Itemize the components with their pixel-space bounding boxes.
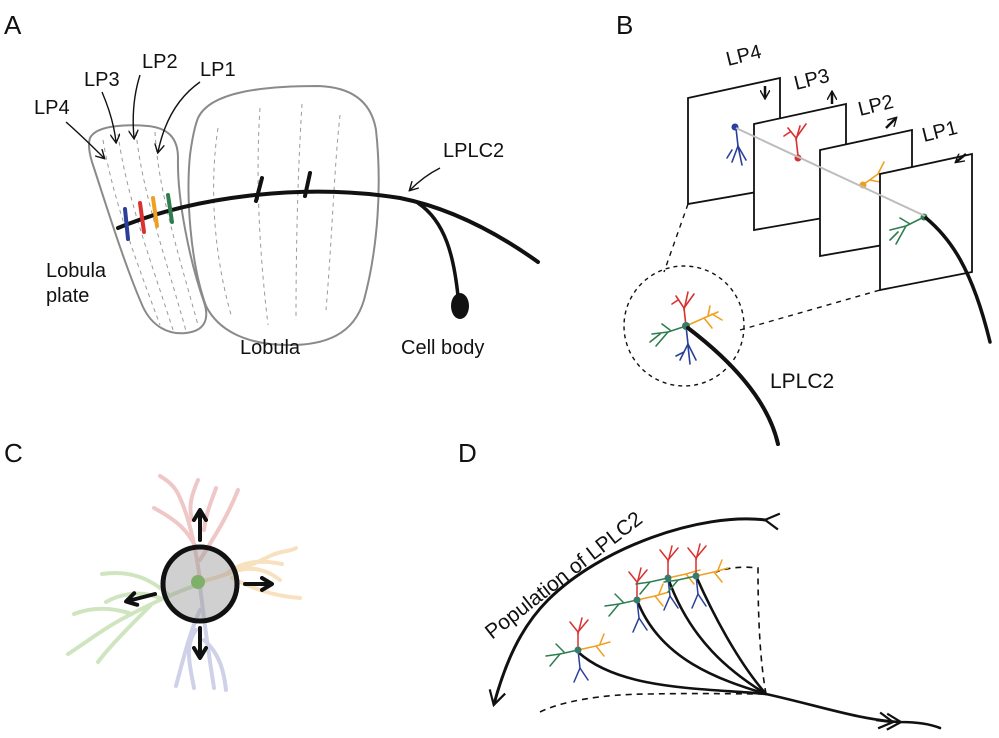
- label-population: Population of LPLC2: [481, 507, 647, 644]
- arrow-left-c: [124, 591, 157, 607]
- zoom-circle: [623, 265, 745, 387]
- label-lp2-b: LP2: [856, 91, 896, 121]
- panel-a-letter: A: [4, 10, 22, 40]
- arrow-lplc2-a: [410, 167, 441, 190]
- label-lp2-a: LP2: [142, 51, 178, 73]
- lobula-outline: [187, 84, 380, 347]
- dendrite-lp4-b: [726, 127, 747, 166]
- population-neuron-1: [545, 617, 611, 683]
- arrow-lp1-a: [158, 81, 201, 152]
- connector-top: [663, 203, 689, 273]
- population-arrow: [488, 512, 781, 708]
- population-neuron-4: [663, 543, 729, 609]
- population-neuron-2: [604, 567, 670, 633]
- output-arrowhead: [875, 711, 896, 730]
- population-boundary: [539, 566, 767, 713]
- dendrite-lp3-b: [783, 123, 807, 157]
- label-lp1-a: LP1: [200, 59, 236, 81]
- soma-c: [191, 575, 205, 589]
- lobula-plate-outline: [87, 124, 208, 335]
- lobula-layers: [213, 103, 341, 326]
- label-lp3-a: LP3: [84, 69, 120, 91]
- label-lp4-a: LP4: [34, 97, 70, 119]
- label-cell-body: Cell body: [401, 337, 484, 359]
- dendrite-lp1-b: [889, 217, 923, 245]
- arrow-left-lp1: [956, 153, 967, 162]
- lplc2-axon-b-top: [924, 216, 992, 344]
- connector-bottom: [739, 289, 881, 331]
- faded-dendrites-c: [66, 474, 302, 692]
- panel-a: A: [4, 10, 540, 359]
- label-lp1-b: LP1: [920, 117, 960, 147]
- tick-lp4: [123, 207, 130, 241]
- sheet-lp1: [879, 152, 973, 292]
- panel-c: C: [4, 438, 302, 692]
- cell-body-a: [451, 293, 469, 319]
- lplc2-axon-b: [686, 326, 780, 446]
- label-lobula-plate-line1: Lobula: [46, 260, 107, 282]
- label-lp4-b: LP4: [724, 41, 764, 71]
- arrow-lp2-a: [133, 74, 141, 138]
- lobula-tick-2: [303, 171, 312, 198]
- panel-b-letter: B: [616, 10, 633, 40]
- label-lplc2-a: LPLC2: [443, 140, 504, 162]
- label-lobula-plate-line2: plate: [46, 285, 89, 307]
- tick-lp1: [166, 193, 174, 224]
- lplc2-neuron-a: [116, 189, 540, 264]
- arrow-right-lp2: [885, 118, 896, 129]
- panel-c-letter: C: [4, 438, 23, 468]
- label-lp3-b: LP3: [792, 65, 832, 95]
- lplc2-neurite-a: [416, 201, 460, 298]
- panel-d: D Population of LPLC2: [458, 438, 942, 731]
- combined-dendrites-b: [649, 291, 723, 365]
- label-lobula: Lobula: [240, 337, 301, 359]
- arrow-lp3-a: [101, 91, 116, 142]
- label-lplc2-b: LPLC2: [770, 370, 834, 393]
- panel-b: B LP4 LP3 LP2 LP1: [616, 10, 992, 446]
- lobula-tick-1: [254, 176, 264, 203]
- population-output-arrow: [764, 692, 942, 731]
- tick-lp2: [151, 196, 159, 228]
- tick-lp3: [138, 201, 146, 234]
- axis-through-sheets: [735, 127, 926, 217]
- arrow-lp4-a: [65, 121, 104, 158]
- population-axons: [576, 574, 768, 696]
- panel-d-letter: D: [458, 438, 477, 468]
- lobula-plate-layers: [102, 131, 199, 332]
